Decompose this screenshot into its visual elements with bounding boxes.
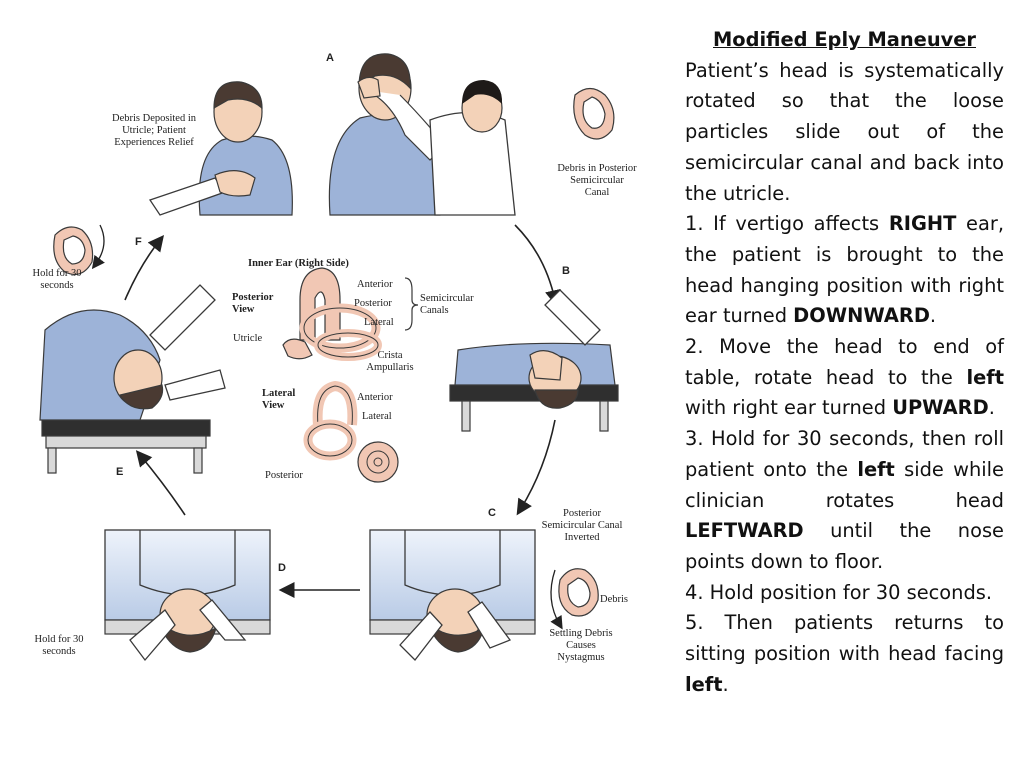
step-5: 5. Then patients returns to sitting posi… [685, 608, 1004, 700]
label-lateral-1: Lateral [364, 317, 394, 329]
step-2: 2. Move the head to end of table, rotate… [685, 332, 1004, 424]
step-letter-e: E [116, 466, 123, 478]
label-utricle: Utricle [233, 333, 262, 345]
table-e-side [46, 436, 206, 448]
step-text: 5. Then patients returns to sitting posi… [685, 611, 1004, 665]
step-text: . [989, 396, 995, 419]
instructions-panel: Modified Eply Maneuver Patient’s head is… [685, 25, 1004, 700]
step-emphasis: left [966, 366, 1004, 389]
arrow-e-to-f [125, 240, 160, 300]
figure-f [54, 82, 293, 275]
arrow-a-to-b [515, 225, 555, 300]
label-debris-posterior: Debris in Posterior Semicircular Canal [557, 163, 637, 199]
label-debris: Debris [600, 594, 628, 606]
step-3: 3. Hold for 30 seconds, then roll patien… [685, 424, 1004, 578]
cochlea-outer [358, 442, 398, 482]
inner-ear-posterior [283, 268, 418, 359]
clinician-b-hand [530, 351, 562, 380]
label-canal-inverted: Posterior Semicircular Canal Inverted [540, 508, 624, 544]
posterior-view-label: Posterior View [232, 292, 272, 316]
inner-ear-title: Inner Ear (Right Side) [248, 258, 349, 270]
label-settling: Settling Debris Causes Nystagmus [548, 628, 614, 664]
label-anterior-1: Anterior [357, 279, 393, 291]
ear-diagram-c [559, 569, 598, 616]
arrow-d-to-e [140, 455, 185, 515]
epley-diagram: A B C D E F Debris Deposited in Utricle;… [0, 0, 680, 768]
step-letter-a: A [326, 52, 334, 64]
figure-d [105, 530, 270, 660]
table-b-leg [462, 401, 470, 431]
label-hold-d: Hold for 30 seconds [28, 634, 90, 658]
step-1: 1. If vertigo affects RIGHT ear, the pat… [685, 209, 1004, 332]
label-posterior-1: Posterior [354, 298, 392, 310]
lateral-view-label: Lateral View [262, 388, 302, 412]
label-posterior-2: Posterior [265, 470, 303, 482]
step-text: . [930, 304, 936, 327]
step-emphasis: left [685, 673, 723, 696]
step-text: 1. If vertigo affects [685, 212, 889, 235]
step-4: 4. Hold position for 30 seconds. [685, 578, 1004, 609]
panel-title: Modified Eply Maneuver [685, 25, 1004, 56]
step-emphasis: LEFTWARD [685, 519, 804, 542]
arrow-b-to-c [520, 420, 555, 510]
clinician-b-arm [545, 290, 600, 345]
label-lateral-2: Lateral [362, 411, 392, 423]
clinician-e-arm-2 [165, 370, 225, 400]
step-emphasis: DOWNWARD [793, 304, 930, 327]
label-debris-utricle: Debris Deposited in Utricle; Patient Exp… [105, 113, 203, 149]
ear-c-arrow [551, 570, 560, 625]
table-e-leg-2 [194, 448, 202, 473]
step-letter-f: F [135, 236, 142, 248]
step-emphasis: left [857, 458, 895, 481]
step-letter-c: C [488, 507, 496, 519]
label-semicircular-canals: Semicircular Canals [420, 293, 480, 317]
label-hold-f: Hold for 30 seconds [26, 268, 88, 292]
step-text: 4. Hold position for 30 seconds. [685, 581, 992, 604]
lateral-canal-loop [318, 386, 353, 425]
step-text: . [723, 673, 729, 696]
table-e-leg [48, 448, 56, 473]
step-text: with right ear turned [685, 396, 892, 419]
label-crista-ampullaris: Crista Ampullaris [355, 350, 425, 374]
step-letter-d: D [278, 562, 286, 574]
step-text: 2. Move the head to end of table, rotate… [685, 335, 1004, 389]
clinician-f-hand [215, 171, 255, 196]
step-emphasis: UPWARD [892, 396, 989, 419]
panel-intro: Patient’s head is systematically rotated… [685, 56, 1004, 210]
figure-e [40, 285, 225, 473]
table-b-leg-2 [600, 401, 608, 431]
step-letter-b: B [562, 265, 570, 277]
lateral-canal-ring-outline [308, 424, 352, 456]
ear-f-arrow [95, 225, 104, 265]
label-anterior-2: Anterior [357, 392, 393, 404]
bracket-canals [405, 278, 418, 330]
patient-b-hair [535, 390, 578, 408]
step-emphasis: RIGHT [889, 212, 957, 235]
ear-diagram-a [574, 89, 614, 140]
table-e-top [42, 420, 210, 436]
clinician-e-arm [150, 285, 215, 350]
step-list: 1. If vertigo affects RIGHT ear, the pat… [685, 209, 1004, 700]
